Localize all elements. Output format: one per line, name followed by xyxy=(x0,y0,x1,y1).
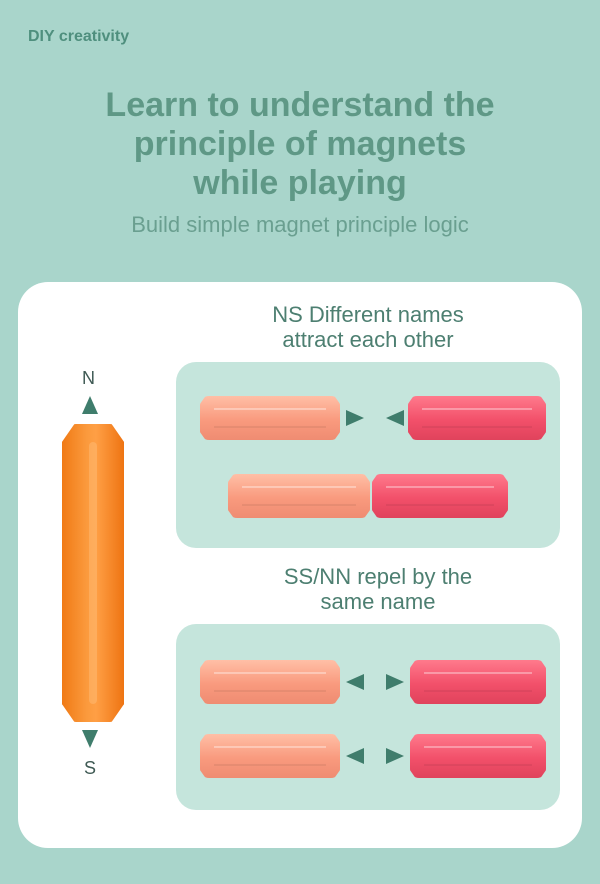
repel-magnet-right-bottom xyxy=(410,734,546,778)
attract-magnet-left-bottom xyxy=(228,474,370,518)
repel-title: SS/NN repel by the same name xyxy=(198,564,558,614)
category-tag: DIY creativity xyxy=(28,28,130,45)
page-title-line-3: while playing xyxy=(193,164,407,202)
north-arrow-icon xyxy=(82,396,98,414)
attract-title: NS Different names attract each other xyxy=(168,302,568,352)
repel-magnet-left-top xyxy=(200,660,340,704)
attract-magnet-left-top xyxy=(200,396,340,440)
south-arrow-icon xyxy=(82,730,98,748)
attract-magnet-right-top xyxy=(408,396,546,440)
page-title-line-2: principle of magnets xyxy=(133,125,467,163)
attract-title-line-1: NS Different names xyxy=(272,302,464,327)
repel-arrow-right-icon xyxy=(386,674,404,690)
attract-arrow-left-icon xyxy=(386,410,404,426)
attract-arrow-right-icon xyxy=(346,410,364,426)
repel-arrow-left-icon xyxy=(346,674,364,690)
page-subtitle: Build simple magnet principle logic xyxy=(131,212,469,237)
attract-panel xyxy=(176,362,560,548)
repel-panel xyxy=(176,624,560,810)
page-title-line-1: Learn to understand the xyxy=(105,86,495,124)
large-magnet-bar xyxy=(62,424,124,722)
repel-magnet-left-bottom xyxy=(200,734,340,778)
south-pole-label: S xyxy=(84,758,97,778)
attract-magnet-right-bottom xyxy=(372,474,508,518)
repel-magnet-right-top xyxy=(410,660,546,704)
repel-arrow-left-icon-2 xyxy=(346,748,364,764)
repel-arrow-right-icon-2 xyxy=(386,748,404,764)
illustration-card: N S NS Different names attract each othe… xyxy=(18,282,582,848)
attract-title-line-2: attract each other xyxy=(282,327,454,352)
repel-title-line-2: same name xyxy=(320,589,436,614)
north-pole-label: N xyxy=(82,368,95,388)
page-title: Learn to understand the principle of mag… xyxy=(0,86,600,203)
repel-title-line-1: SS/NN repel by the xyxy=(283,564,473,589)
